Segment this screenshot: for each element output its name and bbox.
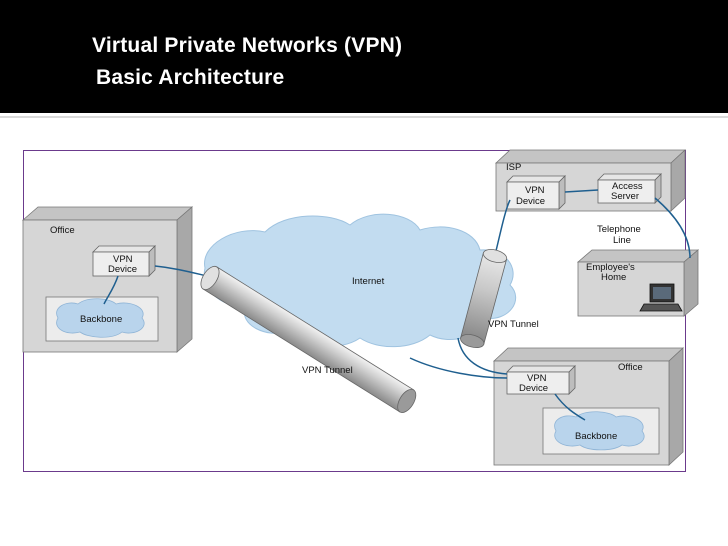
vpn-device-right-line2: Device [519,383,548,394]
backbone-left: Backbone [45,296,159,342]
office-left-label: Office [50,225,75,236]
isp-label: ISP [506,162,521,173]
slide-header: Virtual Private Networks (VPN) Basic Arc… [0,0,728,113]
line-left-device-to-tunnel [154,265,208,277]
computer-icon [639,283,683,312]
vpn-device-left-line1: VPN [113,254,133,265]
slide-title: Virtual Private Networks (VPN) [92,34,403,57]
vpn-device-left-line2: Device [108,264,137,275]
vpn-tunnel-bottom [200,265,417,413]
home-label-line1: Employee's [586,262,635,273]
access-server-line1: Access [612,181,643,192]
access-server-line2: Server [611,191,639,202]
line-left-device-to-backbone [103,275,119,305]
telephone-line-label-1: Telephone [597,224,641,235]
line-right-tunnel-to-right-device [457,337,508,375]
vpn-device-isp: VPN Device [506,175,566,210]
home-label-line2: Home [601,272,626,283]
office-right-label: Office [618,362,643,373]
telephone-line-label-2: Line [613,235,631,246]
vpn-device-right-line1: VPN [527,373,547,384]
vpn-tunnel-bottom-label: VPN Tunnel [302,365,353,376]
vpn-device-isp-line1: VPN [525,185,545,196]
backbone-right-label: Backbone [575,431,617,442]
line-server-to-home [654,197,691,259]
vpn-device-isp-line2: Device [516,196,545,207]
vpn-device-right: VPN Device [506,365,576,395]
internet-label: Internet [352,276,385,287]
vpn-tunnel-right-label: VPN Tunnel [488,319,539,330]
line-isp-device-to-server [564,189,599,193]
access-server: Access Server [597,173,662,204]
vpn-device-left: VPN Device [92,245,156,277]
line-bottom-tunnel-to-right-device [409,357,508,379]
employee-home-box: Employee's Home [576,249,700,317]
backbone-right: Backbone [542,407,660,455]
slide-subtitle: Basic Architecture [96,66,285,89]
header-divider [0,116,728,118]
line-right-device-to-backbone [554,393,586,421]
backbone-left-label: Backbone [80,314,122,325]
vpn-tunnel-right [460,249,508,348]
connection-lines [103,189,691,421]
